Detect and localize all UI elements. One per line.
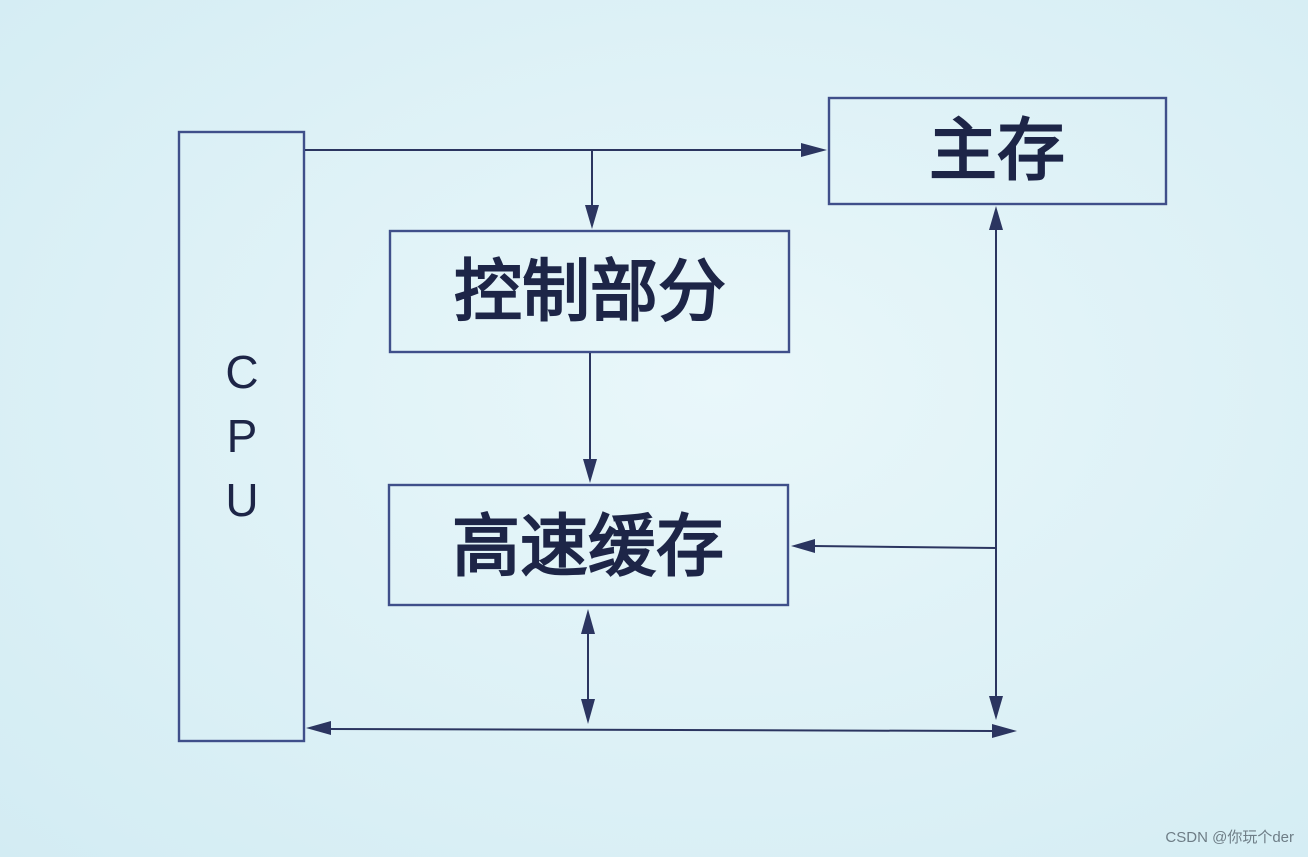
cache-right-arrowhead	[791, 539, 815, 553]
main-memory-label: 主存	[929, 112, 1065, 191]
cpu-box	[177, 130, 306, 743]
cache-box	[387, 483, 790, 607]
cache-label: 高速缓存	[452, 508, 724, 587]
main-memory-to-cache-line	[812, 545, 997, 549]
control-unit-label: 控制部分	[454, 253, 726, 332]
cache-top-arrowhead	[583, 459, 597, 483]
cache-bottom-up-arrowhead	[581, 609, 595, 634]
control-unit-box	[388, 229, 791, 354]
main-memory-arrowhead	[801, 143, 827, 157]
bus-left-arrowhead	[306, 721, 331, 735]
main-memory-box	[827, 96, 1168, 206]
cpu-label-letter-u: U	[225, 474, 258, 526]
watermark-text: CSDN @你玩个der	[1165, 829, 1294, 846]
main-memory-down-arrowhead	[989, 696, 1003, 720]
cpu-label-letter-p: P	[227, 410, 258, 462]
main-memory-up-arrowhead	[989, 206, 1003, 230]
bottom-bus-line	[327, 728, 994, 732]
cpu-label-letter-c: C	[225, 346, 258, 398]
bus-right-arrowhead	[992, 724, 1017, 738]
control-unit-arrowhead	[585, 205, 599, 229]
cache-bottom-down-arrowhead	[581, 699, 595, 724]
